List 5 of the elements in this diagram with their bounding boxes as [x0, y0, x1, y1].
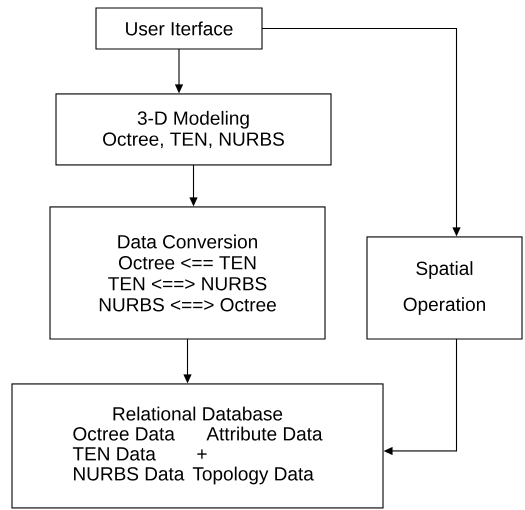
process-box: Spatial Operation [366, 236, 523, 340]
process-box: User Iterface [95, 7, 263, 50]
process-box: Data Conversion Octree <== TEN TEN <==> NURBS NURBS <==> Octree [49, 206, 326, 340]
process-box: 3-D Modeling Octree, TEN, NURBS [55, 93, 332, 166]
database-box: Relational Database Octree Data Attribute Data TEN Data + NURBS Data Topology Data [11, 383, 384, 509]
